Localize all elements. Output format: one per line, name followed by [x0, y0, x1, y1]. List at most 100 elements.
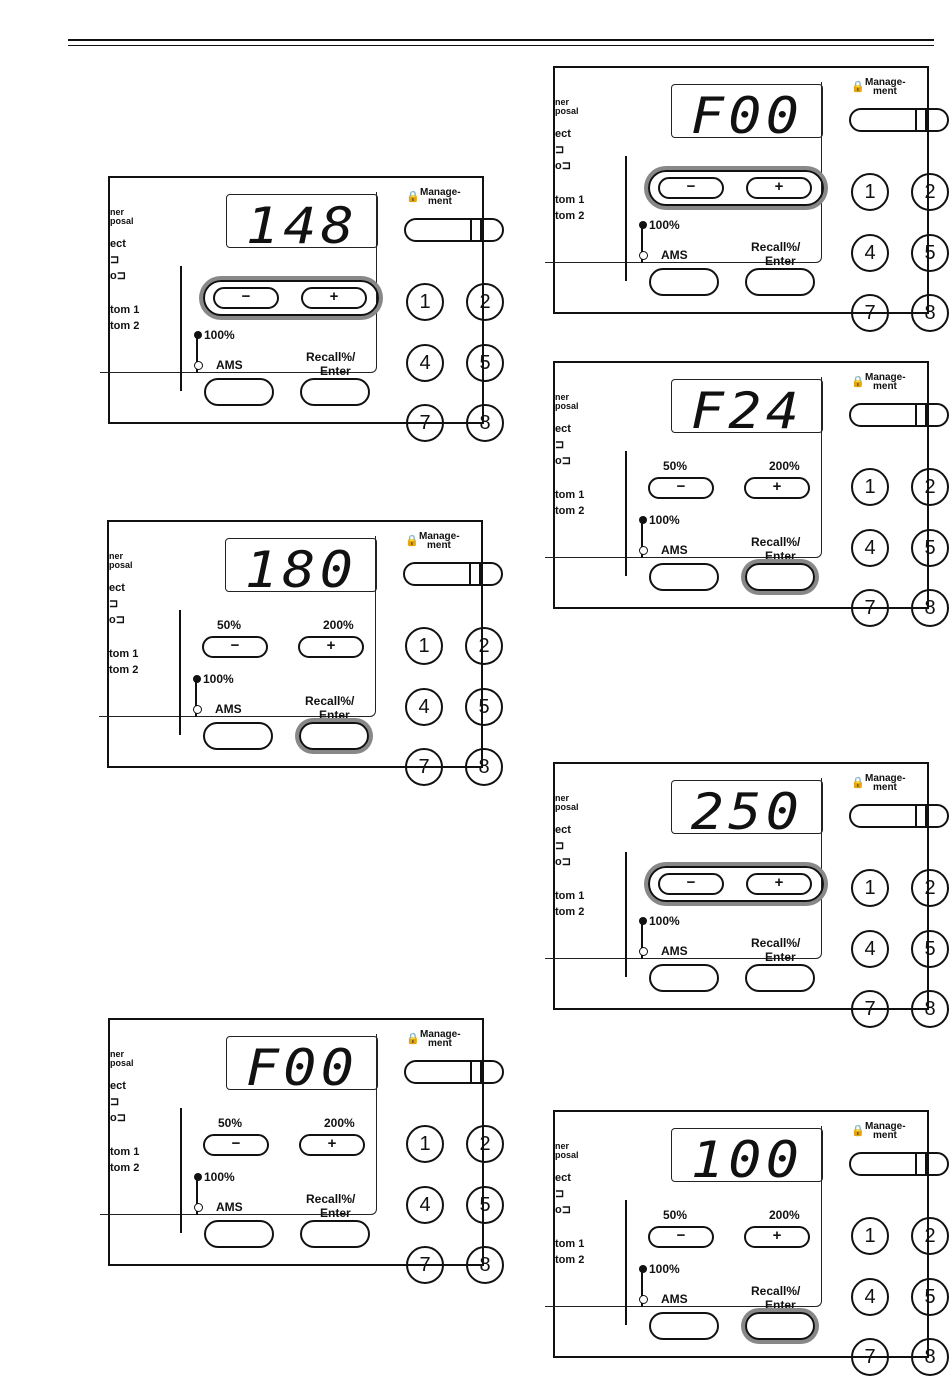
management-button[interactable] [849, 403, 949, 427]
key-5[interactable]: 5 [911, 234, 949, 272]
key-4[interactable]: 4 [851, 234, 889, 272]
ams-button[interactable] [649, 563, 719, 591]
minus-button[interactable]: − [648, 477, 714, 499]
key-2[interactable]: 2 [911, 869, 949, 907]
key-7[interactable]: 7 [851, 990, 889, 1028]
minus-button[interactable]: − [202, 636, 268, 658]
key-5[interactable]: 5 [911, 930, 949, 968]
key-1[interactable]: 1 [851, 869, 889, 907]
management-button[interactable] [403, 562, 503, 586]
bottom1-label: tom 1 [110, 1146, 140, 1158]
indicator-ams [639, 947, 648, 956]
key-5[interactable]: 5 [911, 529, 949, 567]
key-7[interactable]: 7 [406, 404, 444, 442]
ams-button[interactable] [204, 1220, 274, 1248]
key-8[interactable]: 8 [466, 404, 504, 442]
display-window: F00 [671, 84, 823, 145]
management-button[interactable] [849, 108, 949, 132]
enter-button[interactable] [299, 722, 369, 750]
minus-button[interactable]: − [648, 1226, 714, 1248]
zoom-rocker[interactable]: − + [203, 280, 379, 316]
zoom-rocker[interactable]: − + [203, 1130, 379, 1166]
management-button[interactable] [404, 218, 504, 242]
minus-button[interactable]: − [213, 287, 279, 309]
zoom-rocker[interactable]: − + [648, 866, 824, 902]
plus-button[interactable]: + [301, 287, 367, 309]
key-7[interactable]: 7 [405, 748, 443, 786]
key-2[interactable]: 2 [911, 1217, 949, 1255]
key-1[interactable]: 1 [851, 173, 889, 211]
management-button[interactable] [849, 1152, 949, 1176]
ams-label: AMS [661, 543, 688, 557]
plus-button[interactable]: + [746, 177, 812, 199]
key-5[interactable]: 5 [466, 344, 504, 382]
key-1[interactable]: 1 [406, 283, 444, 321]
panel-section [545, 377, 822, 558]
key-7[interactable]: 7 [851, 589, 889, 627]
plus-button[interactable]: + [299, 1134, 365, 1156]
key-2[interactable]: 2 [911, 468, 949, 506]
key-1[interactable]: 1 [851, 1217, 889, 1255]
key-8[interactable]: 8 [465, 748, 503, 786]
toner-label: ner [109, 551, 124, 561]
key-4[interactable]: 4 [406, 1186, 444, 1224]
panel-section [545, 82, 822, 263]
ams-button[interactable] [649, 268, 719, 296]
bottom1-label: tom 1 [555, 194, 585, 206]
key-2[interactable]: 2 [466, 283, 504, 321]
plus-button[interactable]: + [746, 873, 812, 895]
plus-button[interactable]: + [298, 636, 364, 658]
minus-button[interactable]: − [658, 177, 724, 199]
lock-icon: 🔒 [851, 1125, 865, 1137]
zoom-rocker[interactable]: − + [648, 170, 824, 206]
enter-button[interactable] [300, 378, 370, 406]
key-8[interactable]: 8 [911, 990, 949, 1028]
key-5[interactable]: 5 [911, 1278, 949, 1316]
key-2[interactable]: 2 [466, 1125, 504, 1163]
key-7[interactable]: 7 [406, 1246, 444, 1284]
key-2[interactable]: 2 [911, 173, 949, 211]
indicator-ams [193, 705, 202, 714]
display-window: F24 [671, 379, 823, 440]
plus-button[interactable]: + [744, 477, 810, 499]
divider-line [180, 266, 182, 391]
key-5[interactable]: 5 [465, 688, 503, 726]
minus-button[interactable]: − [658, 873, 724, 895]
disposal-label: posal [110, 1058, 134, 1068]
key-5[interactable]: 5 [466, 1186, 504, 1224]
key-2[interactable]: 2 [465, 627, 503, 665]
management-button[interactable] [404, 1060, 504, 1084]
key-8[interactable]: 8 [911, 589, 949, 627]
control-panel-4: ner posal ect ⊐ o⊐ tom 1 tom 2 F00 − + 1… [545, 66, 949, 332]
minus-button[interactable]: − [203, 1134, 269, 1156]
management-button[interactable] [849, 804, 949, 828]
ams-button[interactable] [649, 964, 719, 992]
key-1[interactable]: 1 [851, 468, 889, 506]
enter-button[interactable] [745, 964, 815, 992]
zoom-rocker[interactable]: − + [648, 473, 824, 509]
zoom-rocker[interactable]: − + [202, 632, 378, 668]
zoom-rocker[interactable]: − + [648, 1222, 824, 1258]
ams-button[interactable] [203, 722, 273, 750]
key-4[interactable]: 4 [851, 529, 889, 567]
key-1[interactable]: 1 [406, 1125, 444, 1163]
key-8[interactable]: 8 [466, 1246, 504, 1284]
key-8[interactable]: 8 [911, 1338, 949, 1376]
key-4[interactable]: 4 [851, 930, 889, 968]
enter-button[interactable] [300, 1220, 370, 1248]
lock-icon: 🔒 [406, 1033, 420, 1045]
key-7[interactable]: 7 [851, 1338, 889, 1376]
enter-button[interactable] [745, 563, 815, 591]
key-4[interactable]: 4 [851, 1278, 889, 1316]
ams-button[interactable] [649, 1312, 719, 1340]
key-4[interactable]: 4 [405, 688, 443, 726]
left-labels: ner posal ect ⊐ o⊐ tom 1 tom 2 [555, 794, 584, 920]
plus-button[interactable]: + [744, 1226, 810, 1248]
enter-button[interactable] [745, 1312, 815, 1340]
enter-button[interactable] [745, 268, 815, 296]
key-4[interactable]: 4 [406, 344, 444, 382]
key-7[interactable]: 7 [851, 294, 889, 332]
key-1[interactable]: 1 [405, 627, 443, 665]
key-8[interactable]: 8 [911, 294, 949, 332]
ams-button[interactable] [204, 378, 274, 406]
